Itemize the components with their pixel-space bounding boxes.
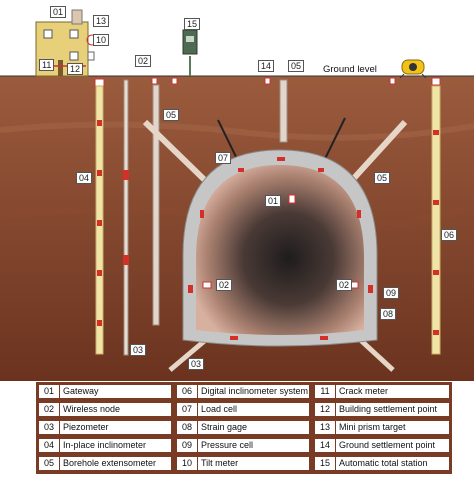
callout-gateway: 01	[50, 6, 67, 18]
callout-borehole-extensometer-right: 05	[374, 172, 391, 184]
callout-wireless-node-right: 02	[336, 279, 353, 291]
callout-load-cell: 07	[215, 152, 232, 164]
piezometer-borehole	[123, 79, 129, 356]
ground-level-label: Ground level	[323, 64, 377, 75]
callout-borehole-extensometer-top: 05	[288, 60, 305, 72]
callout-in-place-inclinometer: 04	[76, 172, 93, 184]
callout-wireless-node-left: 02	[216, 279, 233, 291]
monitoring-diagram	[0, 9, 474, 381]
callout-borehole-extensometer-left: 05	[163, 109, 180, 121]
callout-tilt-meter: 10	[93, 34, 110, 46]
vertical-extensometer	[152, 84, 160, 326]
callout-pressure-cell: 09	[383, 287, 400, 299]
callout-gateway-tunnel: 01	[265, 195, 282, 207]
callout-mini-prism-target: 13	[93, 15, 110, 27]
extensometer-rod-14	[279, 79, 288, 143]
building-icon	[35, 9, 98, 77]
callout-piezometer-left: 03	[130, 344, 147, 356]
tunnel-void	[196, 165, 364, 335]
callout-building-settlement-point: 12	[67, 63, 84, 75]
callout-strain-gage: 08	[380, 308, 397, 320]
callout-total-station: 15	[184, 18, 201, 30]
ground-settlement-markers	[94, 77, 441, 87]
callout-ground-settlement-point: 14	[258, 60, 275, 72]
digital-inclinometer-borehole	[431, 85, 441, 355]
callout-wireless-node-top: 02	[135, 55, 152, 67]
gateway-device-icon	[399, 59, 427, 79]
total-station-icon	[182, 29, 198, 76]
callout-digital-inclinometer: 06	[441, 229, 458, 241]
callout-piezometer-bottom: 03	[188, 358, 205, 370]
callout-crack-meter: 11	[39, 59, 55, 71]
